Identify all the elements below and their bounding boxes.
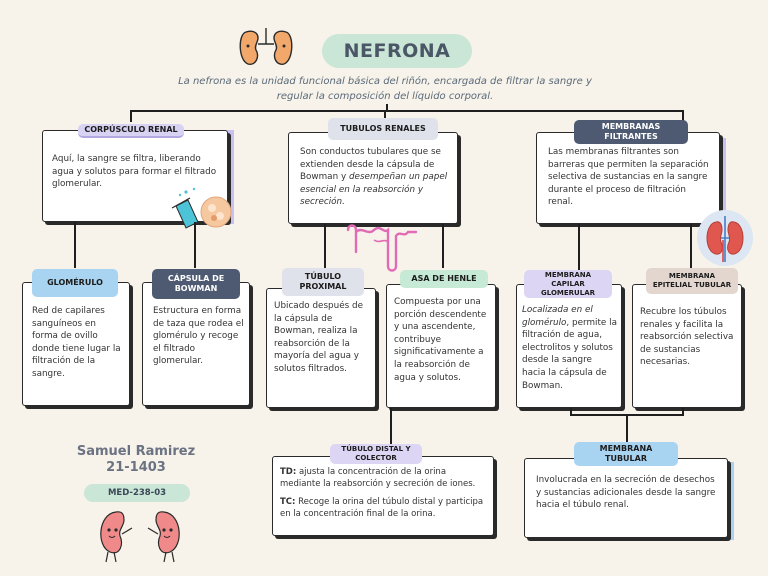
membrana-capilar-label: MEMBRANA CAPILAR GLOMERULAR bbox=[524, 270, 612, 298]
connector bbox=[384, 110, 386, 122]
tubulos-text-plain: Son conductos tubulares que se extienden… bbox=[300, 147, 441, 183]
course-badge: MED-238-03 bbox=[84, 484, 190, 502]
lab-flask-icon bbox=[171, 187, 232, 229]
corpusculo-label: CORPÚSCULO RENAL bbox=[78, 124, 184, 138]
connector bbox=[578, 224, 580, 270]
membrana-epitelial-text: Recubre los túbulos renales y facilita l… bbox=[640, 307, 734, 368]
membrana-tubular-text: Involucrada en la secreción de desechos … bbox=[536, 475, 716, 511]
td-text: ajusta la concentración de la orina medi… bbox=[280, 467, 476, 489]
connector bbox=[570, 408, 572, 416]
tc-text: Recoge la orina del túbulo distal y part… bbox=[280, 497, 484, 519]
membrana-capilar-text: Localizada en el glomérulo, permite la f… bbox=[522, 304, 618, 392]
connector bbox=[194, 222, 196, 268]
nephron-tubule-icon bbox=[346, 224, 418, 272]
tubulos-text-italic: desempeñan un papel esencial en la reabs… bbox=[300, 172, 448, 208]
asa-henle-text: Compuesta por una porción descendente y … bbox=[394, 297, 487, 383]
connector bbox=[390, 408, 392, 448]
membranas-text: Las membranas filtrantes son barreras qu… bbox=[548, 147, 709, 208]
tubulos-text: Son conductos tubulares que se extienden… bbox=[300, 146, 450, 209]
glomerulo-box bbox=[22, 282, 130, 406]
glomerulo-text: Red de capilares sanguíneos en forma de … bbox=[32, 306, 121, 379]
tubulos-label: TUBULOS RENALES bbox=[328, 118, 438, 140]
membranas-box bbox=[536, 132, 720, 224]
td-key: TD: bbox=[280, 467, 297, 477]
connector bbox=[442, 224, 444, 268]
connector bbox=[386, 104, 388, 112]
connector bbox=[690, 224, 692, 270]
tubulo-distal-text: TD: ajusta la concentración de la orina … bbox=[280, 466, 488, 520]
subtitle-line-1: La nefrona es la unidad funcional básica… bbox=[178, 76, 592, 87]
tubulo-distal-td: TD: ajusta la concentración de la orina … bbox=[280, 466, 488, 490]
connector bbox=[324, 224, 326, 268]
tubulo-distal-box bbox=[272, 456, 494, 536]
membrana-tubular-label: MEMBRANA TUBULAR bbox=[574, 442, 678, 466]
kidney-characters-icon bbox=[100, 511, 180, 563]
membrana-epitelial-label: MEMBRANA EPITELIAL TUBULAR bbox=[646, 268, 738, 294]
connector bbox=[682, 408, 684, 416]
author-id: 21-1403 bbox=[106, 460, 166, 475]
capsula-box bbox=[142, 282, 250, 406]
subtitle-line-2: regular la composición del líquido corpo… bbox=[276, 91, 494, 102]
subtitle: La nefrona es la unidad funcional básica… bbox=[160, 74, 610, 104]
membrana-capilar-box bbox=[516, 284, 622, 408]
membranas-label: MEMBRANAS FILTRANTES bbox=[574, 120, 688, 144]
tubulo-proximal-box bbox=[266, 288, 376, 408]
author-block: Samuel Ramirez 21-1403 bbox=[62, 444, 210, 476]
corpusculo-box bbox=[42, 130, 228, 222]
connector bbox=[130, 110, 684, 112]
connector bbox=[682, 110, 684, 122]
asa-henle-label: ASA DE HENLE bbox=[400, 270, 488, 288]
tubulo-distal-label: TÚBULO DISTAL Y COLECTOR bbox=[330, 444, 422, 464]
capsula-label: CÁPSULA DE BOWMAN bbox=[152, 269, 240, 299]
title-pill bbox=[322, 34, 472, 68]
glomerulo-label: GLOMÉRULO bbox=[32, 269, 118, 297]
author-name: Samuel Ramirez bbox=[76, 444, 196, 459]
connector bbox=[130, 110, 132, 122]
membrana-capilar-text-italic: Localizada en el glomérulo bbox=[522, 305, 593, 328]
connector bbox=[626, 414, 628, 444]
connector bbox=[74, 222, 76, 268]
tubulo-proximal-label: TÚBULO PROXIMAL bbox=[282, 268, 364, 296]
membrana-tubular-box bbox=[524, 458, 728, 538]
tubulo-proximal-text: Ubicado después de la cápsula de Bowman,… bbox=[274, 301, 363, 374]
capsula-text: Estructura en forma de taza que rodea el… bbox=[153, 306, 244, 367]
tc-key: TC: bbox=[280, 497, 296, 507]
kidney-pair-icon bbox=[239, 28, 293, 65]
membrana-capilar-text-plain: , permite la filtración de agua, electro… bbox=[522, 317, 617, 391]
page-title: NEFRONA bbox=[343, 40, 451, 62]
kidney-anatomy-icon bbox=[697, 210, 753, 266]
corpusculo-text: Aquí, la sangre se filtra, liberando agu… bbox=[52, 154, 217, 190]
tubulo-distal-tc: TC: Recoge la orina del túbulo distal y … bbox=[280, 496, 488, 520]
